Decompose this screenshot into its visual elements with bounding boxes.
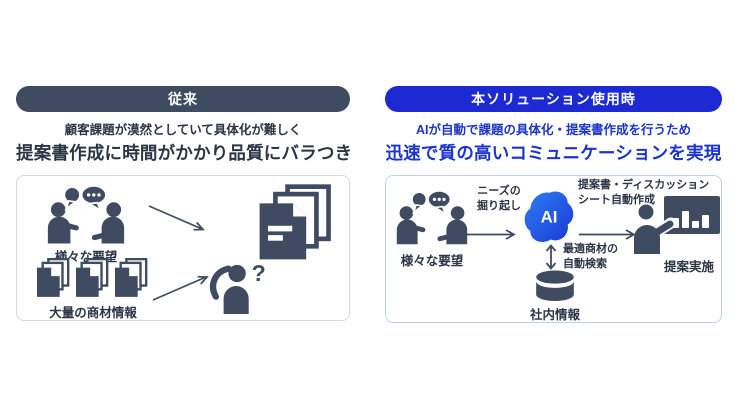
ai-label: AI — [541, 208, 558, 227]
after-header-label: 本ソリューション使用時 — [471, 91, 636, 107]
panel-before: 従来 顧客課題が漠然としていて具体化が難しく 提案書作成に時間がかかり品質にバラ… — [16, 86, 353, 321]
proposal-label: 提案実施 — [663, 260, 714, 274]
autocreate-note-line2: シート自動作成 — [578, 193, 655, 206]
arrow-right-down-icon — [148, 205, 205, 231]
people-talking-icon — [396, 190, 468, 245]
before-header-pill: 従来 — [16, 86, 350, 112]
arrow-right-up-icon — [152, 275, 209, 301]
after-header-pill: 本ソリューション使用時 — [385, 86, 722, 112]
question-mark: ? — [252, 260, 266, 286]
confused-person-icon: ? — [209, 260, 266, 314]
after-diagram-box: 様々な要望 ニーズの 掘り起し AI — [385, 175, 722, 323]
database-icon — [536, 270, 574, 302]
document-stacks-icon — [37, 258, 149, 298]
needs-note-line1: ニーズの — [477, 185, 521, 197]
doc-stack-icon — [115, 258, 148, 297]
search-note-line2: 自動検索 — [563, 257, 607, 270]
arrow-right-icon — [579, 229, 636, 240]
needs-note: ニーズの 掘り起し — [470, 184, 528, 214]
panel-after: 本ソリューション使用時 AIが自動で課題の具体化・提案書作成を行うため 迅速で質… — [385, 86, 722, 323]
after-requests-label: 様々な要望 — [400, 254, 464, 268]
needs-note-line2: 掘り起し — [477, 199, 521, 212]
ai-icon: AI — [524, 191, 574, 242]
arrow-up-down-icon — [545, 244, 557, 270]
before-subtitle-line2: 提案書作成に時間がかかり品質にバラつき — [16, 143, 353, 163]
doc-stack-icon — [37, 258, 70, 297]
arrow-right-icon — [459, 229, 516, 240]
presenter-chart-icon — [634, 196, 720, 254]
big-documents-icon — [259, 184, 331, 260]
autocreate-note-line1: 提案書・ディスカッション — [578, 179, 710, 191]
doc-stack-icon — [76, 258, 109, 297]
before-diagram-box: 様々な要望 — [16, 175, 350, 321]
after-subtitle-line1: AIが自動で課題の具体化・提案書作成を行うため — [415, 123, 691, 137]
database-label: 社内情報 — [529, 308, 580, 322]
search-note: 最適商材の 自動検索 — [563, 242, 633, 272]
before-products-label: 大量の商材情報 — [49, 306, 137, 320]
after-subtitle-line2: 迅速で質の高いコミュニケーションを実現 — [385, 143, 722, 163]
people-talking-icon — [47, 184, 125, 244]
before-header-label: 従来 — [168, 91, 198, 107]
autocreate-note: 提案書・ディスカッション シート自動作成 — [578, 178, 720, 208]
before-subtitle-line1: 顧客課題が漠然としていて具体化が難しく — [64, 123, 302, 137]
search-note-line1: 最適商材の — [563, 243, 618, 255]
